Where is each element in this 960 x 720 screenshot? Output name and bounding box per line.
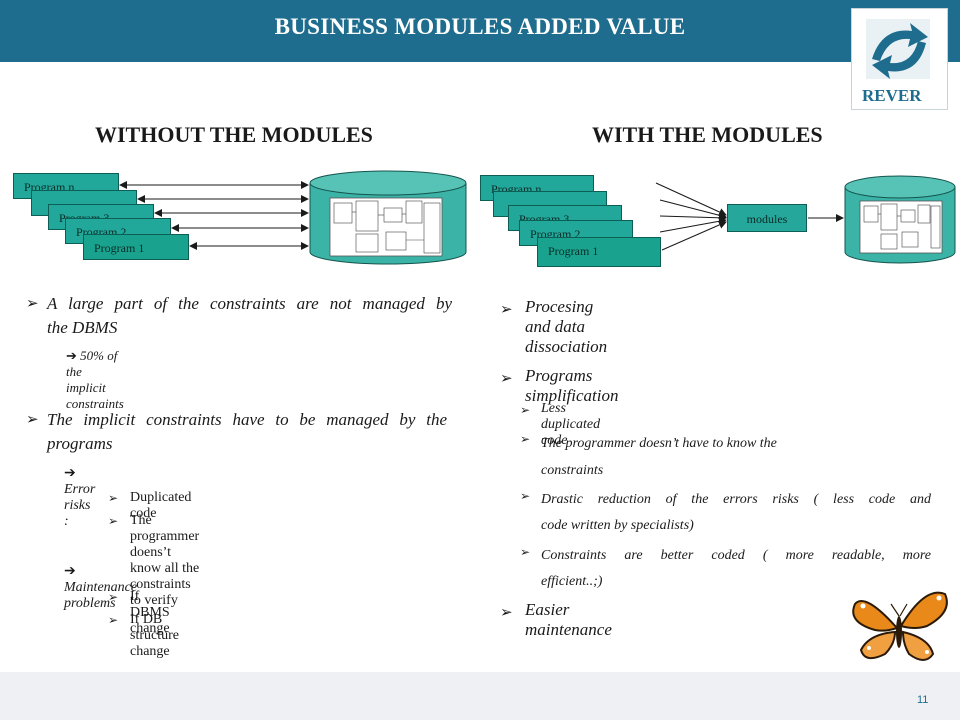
- right-bullet-2: Programs simplification: [525, 366, 619, 405]
- left-sub-duplicated: Duplicated code: [130, 490, 192, 521]
- heading-without-modules: WITHOUT THE MODULES: [95, 122, 373, 147]
- rever-logo: REVER: [851, 8, 948, 110]
- right-arrow-icon: ➔: [64, 564, 76, 579]
- logo-arrow-top: [872, 23, 928, 61]
- butterfly-icon: [852, 591, 948, 661]
- right-sub-less-duplicated: Less duplicated code: [541, 401, 601, 448]
- left-program-1: Program 1: [83, 234, 189, 260]
- chevron-bullet-icon: ➢: [520, 432, 531, 446]
- footer-bar: [0, 672, 960, 720]
- right-arrow-icon: ➔: [64, 466, 76, 481]
- chevron-bullet-icon: ➢: [26, 412, 39, 428]
- left-sub-dbms-change: If DBMS change: [130, 589, 170, 636]
- right-sub-drastic: Drastic reduction of the errors risks ( …: [541, 492, 931, 533]
- left-bullet-2-sub-maintenance: ➔ Maintenance problems: [64, 564, 138, 611]
- left-connectors: [119, 170, 956, 265]
- right-bullet-1: Procesing and data dissociation: [525, 297, 608, 356]
- page-number: 11: [917, 694, 929, 706]
- chevron-bullet-icon: ➢: [108, 613, 119, 627]
- right-bullet-3: Easier maintenance: [525, 600, 612, 639]
- right-arrow-3: [659, 213, 727, 222]
- chevron-bullet-icon: ➢: [520, 403, 531, 417]
- left-bullet-1-sub: ➔ 50% of the implicit constraints: [66, 348, 124, 411]
- heading-with-modules: WITH THE MODULES: [592, 122, 823, 147]
- right-arrow-blank: [659, 199, 727, 220]
- page-title: BUSINESS MODULES ADDED VALUE: [274, 14, 686, 39]
- chevron-bullet-icon: ➢: [500, 605, 513, 621]
- left-bullet-2: The implicit constraints have to be mana…: [47, 410, 447, 453]
- left-bullet-2-sub-errors: ➔ Error risks :: [64, 466, 96, 529]
- chevron-bullet-icon: ➢: [108, 514, 119, 528]
- right-database-icon: [844, 175, 956, 264]
- right-sub-programmer: The programmer doesn’t have to know the …: [541, 436, 777, 478]
- left-database-icon: [309, 170, 467, 265]
- left-bullet-1: A large part of the constraints are not …: [47, 294, 452, 337]
- modules-box: modules: [727, 204, 807, 232]
- right-arrow-n: [655, 182, 727, 216]
- chevron-bullet-icon: ➢: [26, 296, 39, 312]
- chevron-bullet-icon: ➢: [500, 302, 513, 318]
- left-sub-db-structure: If DB structure change: [130, 612, 179, 659]
- chevron-bullet-icon: ➢: [520, 489, 531, 503]
- right-sub-better-coded: Constraints are better coded ( more read…: [541, 548, 931, 589]
- logo-graphic: REVER: [862, 19, 930, 105]
- right-program-1: Program 1: [537, 237, 661, 267]
- header-bar: [0, 0, 960, 62]
- chevron-bullet-icon: ➢: [108, 590, 119, 604]
- right-arrow-1: [661, 221, 727, 251]
- right-arrow-icon: ➔: [66, 348, 81, 363]
- left-sub-programmer: The programmer doens’t know all the cons…: [130, 513, 200, 608]
- right-arrow-2: [659, 217, 727, 233]
- chevron-bullet-icon: ➢: [520, 545, 531, 559]
- chevron-bullet-icon: ➢: [108, 491, 119, 505]
- logo-arrow-bottom: [872, 41, 926, 79]
- chevron-bullet-icon: ➢: [500, 371, 513, 387]
- logo-wordmark: REVER: [862, 86, 922, 105]
